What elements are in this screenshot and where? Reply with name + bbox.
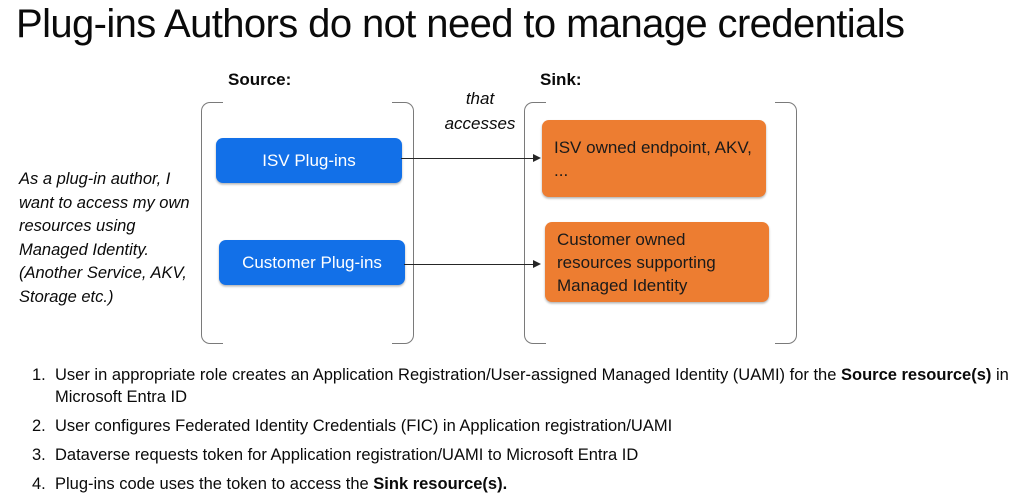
edge-label-that-accesses: that accesses	[430, 86, 530, 136]
edge-label-line-1: that	[465, 89, 495, 108]
step-number: 2.	[32, 417, 46, 435]
node-isv-plugins[interactable]: ISV Plug-ins	[216, 138, 402, 183]
step-number: 3.	[32, 446, 46, 464]
list-item: 2. User configures Federated Identity Cre…	[27, 415, 1017, 437]
list-item: 4. Plug-ins code uses the token to access…	[27, 473, 1017, 495]
step-text-emphasis: Source resource(s)	[840, 366, 992, 384]
step-text: User in appropriate role creates an Appl…	[55, 364, 1017, 408]
source-column-header: Source:	[228, 70, 292, 89]
step-text-emphasis: Sink resource(s).	[373, 475, 508, 493]
page-title: Plug-ins Authors do not need to manage c…	[16, 2, 905, 46]
step-text-plain: User in appropriate role creates an Appl…	[55, 366, 841, 384]
steps-list: 1. User in appropriate role creates an Ap…	[27, 364, 1017, 502]
list-item: 1. User in appropriate role creates an Ap…	[27, 364, 1017, 408]
step-number: 1.	[32, 366, 46, 384]
step-text-plain: Plug-ins code uses the token to access t…	[55, 475, 374, 493]
sink-bracket-right	[775, 102, 797, 344]
step-text-plain: Dataverse requests token for Application…	[55, 446, 639, 464]
edge-label-line-2: accesses	[444, 114, 516, 133]
list-item: 3. Dataverse requests token for Applicati…	[27, 444, 1017, 466]
node-customer-owned-resources[interactable]: Customer owned resources supporting Mana…	[545, 222, 769, 302]
step-text-plain: User configures Federated Identity Crede…	[55, 417, 673, 435]
sink-column-header: Sink:	[540, 70, 582, 89]
persona-note: As a plug-in author, I want to access my…	[19, 170, 190, 306]
architecture-diagram: Source: Sink: ISV Plug-ins Customer Plug…	[0, 62, 1024, 357]
step-text: User configures Federated Identity Crede…	[55, 415, 1017, 437]
step-text: Plug-ins code uses the token to access t…	[55, 473, 1017, 495]
step-text-tail: in Microsoft Entra ID	[55, 366, 1009, 406]
step-number: 4.	[32, 475, 46, 493]
step-text: Dataverse requests token for Application…	[55, 444, 1017, 466]
arrow-isv-to-endpoint-head-icon	[533, 154, 541, 162]
arrow-customer-to-resources-head-icon	[533, 260, 541, 268]
node-isv-owned-endpoint[interactable]: ISV owned endpoint, AKV, ...	[542, 120, 766, 197]
arrow-isv-to-endpoint-line	[401, 158, 536, 159]
node-customer-plugins[interactable]: Customer Plug-ins	[219, 240, 405, 285]
arrow-customer-to-resources-line	[404, 264, 536, 265]
